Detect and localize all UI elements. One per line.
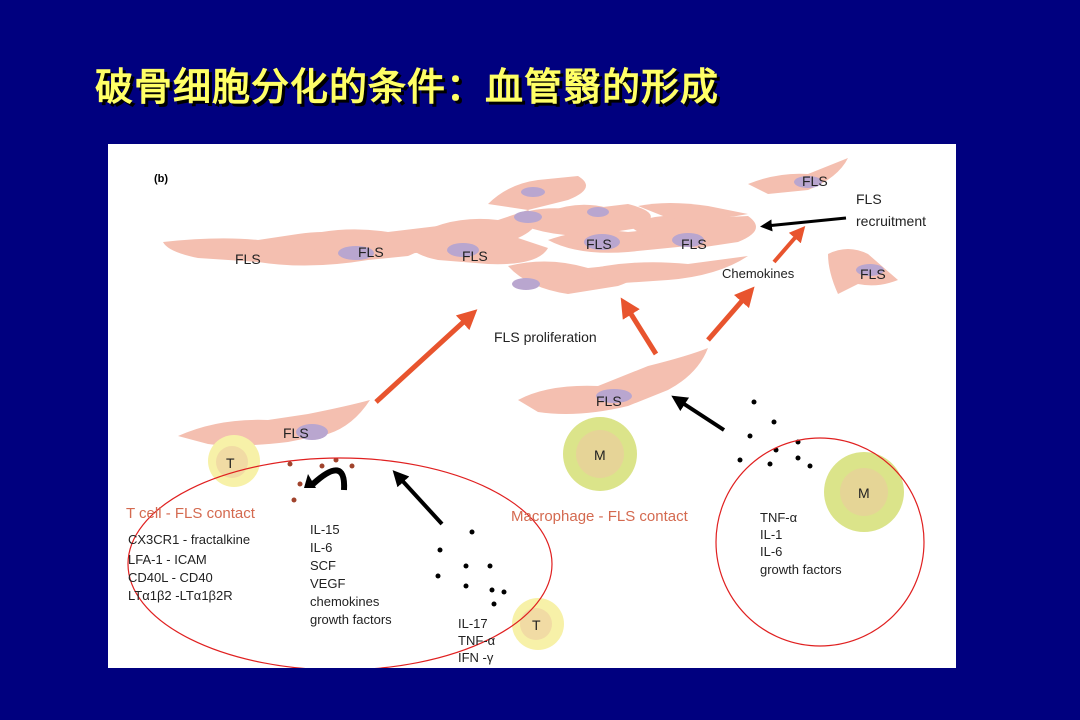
nucleus — [794, 176, 822, 188]
autocrine-arc — [310, 467, 348, 491]
fls-label: FLS — [860, 266, 886, 282]
chemokine-arrow — [772, 225, 806, 264]
nucleus — [447, 243, 479, 257]
cytokine-item: IL-1 — [760, 527, 782, 542]
t-cytokine-dots — [435, 529, 507, 607]
secreted-item: chemokines — [310, 594, 380, 609]
secreted-item: IL-15 — [310, 522, 340, 537]
fls-label: FLS — [586, 236, 612, 252]
fls-secreted-list: IL-15 IL-6 SCF VEGF chemokines growth fa… — [310, 522, 392, 627]
cytokine-item: TNF-α — [458, 633, 496, 648]
proliferation-arrow — [620, 297, 659, 356]
t-cell-label: T — [226, 455, 235, 471]
fls-label: FLS — [462, 248, 488, 264]
fls-label: FLS — [596, 393, 622, 409]
fls-nuclei — [338, 176, 884, 290]
nucleus — [587, 207, 609, 217]
cytokine-item: IL-17 — [458, 616, 488, 631]
fls-recruitment-line2: recruitment — [856, 213, 926, 229]
nucleus — [672, 233, 704, 247]
nucleus — [521, 187, 545, 197]
fls-proliferation-label: FLS proliferation — [494, 329, 597, 345]
fls-label: FLS — [681, 236, 707, 252]
molecule-item: LTα1β2 -LTα1β2R — [128, 588, 233, 603]
t-cell-nucleus — [520, 608, 552, 640]
secreted-item: growth factors — [310, 612, 392, 627]
proliferation-arrow — [374, 309, 478, 404]
macrophage-nucleus — [840, 468, 888, 516]
fls-recruitment-line1: FLS — [856, 191, 882, 207]
macrophage-label: M — [594, 447, 606, 463]
fls-cell — [178, 400, 370, 446]
figure-panel: (b) FLS FLS FLS FLS FLS FLS FLS FLS recr… — [108, 144, 956, 668]
nucleus — [338, 246, 374, 260]
recruitment-arrow — [760, 216, 847, 232]
cytokine-arrow — [671, 395, 726, 432]
t-cell-contact-region — [127, 457, 553, 668]
chemokines-label: Chemokines — [722, 266, 795, 281]
cytokine-item: IFN -γ — [458, 650, 494, 665]
t-cell-contact-label: T cell - FLS contact — [126, 505, 256, 522]
panel-label: (b) — [154, 173, 168, 185]
fls-label: FLS — [358, 244, 384, 260]
nucleus — [296, 424, 328, 440]
t-cytokine-list: IL-17 TNF-α IFN -γ — [458, 616, 496, 665]
slide-title: 破骨细胞分化的条件：血管翳的形成 — [95, 65, 720, 109]
fls-cell — [518, 348, 708, 414]
nucleus — [512, 278, 540, 290]
secreted-item: VEGF — [310, 576, 345, 591]
nucleus — [584, 234, 620, 250]
fls-label: FLS — [802, 173, 828, 189]
fls-label: FLS — [283, 425, 309, 441]
pannus-diagram: (b) FLS FLS FLS FLS FLS FLS FLS FLS recr… — [126, 158, 926, 668]
cytokine-item: growth factors — [760, 562, 842, 577]
macrophage-label: M — [858, 485, 870, 501]
chemokine-arrow — [706, 286, 755, 342]
secreted-item: SCF — [310, 558, 336, 573]
t-cytokine-arrow — [392, 470, 444, 526]
t-cell-molecule-list: CX3CR1 - fractalkine LFA-1 - ICAM CD40L … — [128, 532, 250, 603]
nucleus — [856, 264, 884, 276]
macrophage-region — [715, 437, 925, 647]
autocrine-arrowhead — [304, 474, 316, 488]
macrophage-contact-label: Macrophage - FLS contact — [511, 508, 689, 525]
cytokine-item: TNF-α — [760, 510, 798, 525]
nucleus — [596, 389, 632, 403]
molecule-item: CX3CR1 - fractalkine — [128, 532, 250, 547]
fls-label: FLS — [235, 251, 261, 267]
molecule-item: LFA-1 - ICAM — [128, 552, 207, 567]
macrophage-cytokine-dots — [737, 399, 813, 469]
cytokine-item: IL-6 — [760, 544, 782, 559]
macrophage-cytokine-list: TNF-α IL-1 IL-6 growth factors — [760, 510, 842, 577]
secreted-dots — [287, 457, 355, 503]
molecule-item: CD40L - CD40 — [128, 570, 213, 585]
t-cell-label: T — [532, 617, 541, 633]
macrophage-nucleus — [576, 430, 624, 478]
secreted-item: IL-6 — [310, 540, 332, 555]
nucleus — [514, 211, 542, 223]
